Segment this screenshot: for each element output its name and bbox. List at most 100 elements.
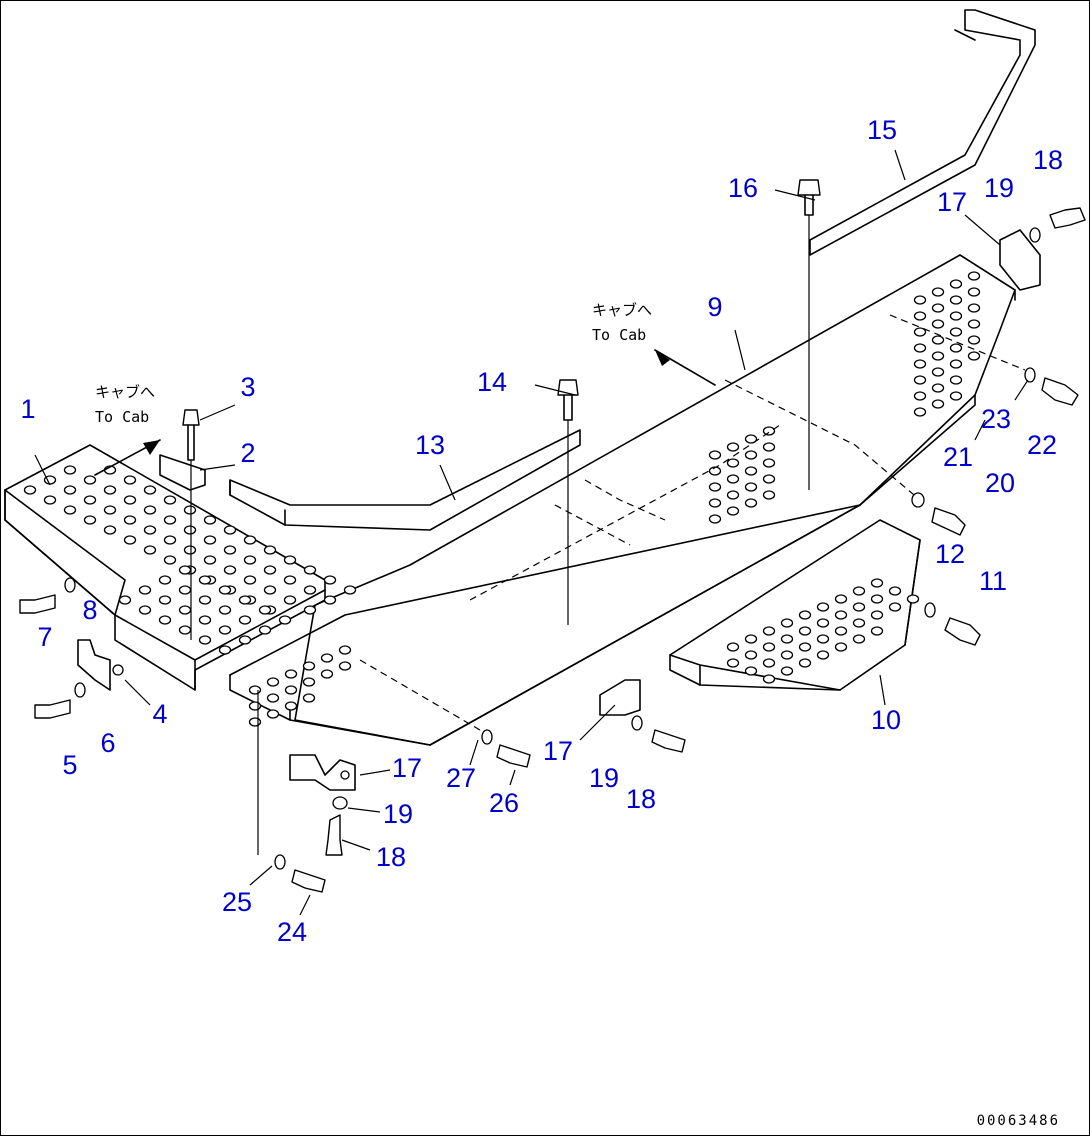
perforation-hole	[123, 515, 137, 525]
callout-20: 20	[985, 468, 1015, 498]
perforation-hole	[913, 359, 927, 369]
perforation-hole	[163, 515, 177, 525]
perforation-hole	[323, 595, 337, 605]
note-right-en: To Cab	[592, 326, 646, 344]
perforation-hole	[852, 586, 866, 596]
perforation-hole	[63, 505, 77, 515]
perforation-hole	[870, 626, 884, 636]
perforation-hole	[203, 515, 217, 525]
perforation-hole	[338, 661, 352, 671]
perforation-hole	[198, 635, 212, 645]
callout-17-bottom: 17	[392, 753, 422, 783]
perforation-hole	[816, 650, 830, 660]
perforation-hole	[949, 327, 963, 337]
callout-6: 6	[100, 728, 115, 758]
callout-17-mid: 17	[543, 736, 573, 766]
to-cab-arrow-right	[654, 349, 716, 386]
perforation-hole	[263, 545, 277, 555]
perforation-hole	[238, 595, 252, 605]
callout-22: 22	[1027, 430, 1057, 460]
callout-17-top: 17	[937, 187, 967, 217]
perforation-hole	[726, 658, 740, 668]
perforation-hole	[143, 525, 157, 535]
callout-8: 8	[82, 595, 97, 625]
perforation-hole	[258, 625, 272, 635]
perforation-hole	[744, 450, 758, 460]
perforation-hole	[103, 525, 117, 535]
perforation-hole	[949, 295, 963, 305]
bracket-13	[229, 429, 581, 531]
callout-19-top: 19	[984, 173, 1014, 203]
perforation-hole	[103, 505, 117, 515]
perforation-hole	[302, 661, 316, 671]
perforation-hole	[834, 626, 848, 636]
perforation-hole	[248, 701, 262, 711]
callout-19-mid: 19	[589, 763, 619, 793]
perforation-hole	[83, 515, 97, 525]
perforation-hole	[143, 485, 157, 495]
clamp-17-mid	[599, 679, 641, 716]
perforation-hole	[258, 605, 272, 615]
perforation-hole	[320, 653, 334, 663]
perforation-hole	[967, 287, 981, 297]
perforation-hole	[870, 610, 884, 620]
main-step-holes	[248, 271, 981, 727]
perforation-hole	[23, 485, 37, 495]
perforation-hole	[834, 610, 848, 620]
perforation-hole	[762, 626, 776, 636]
callout-13: 13	[415, 430, 445, 460]
perforation-hole	[203, 535, 217, 545]
note-left-en: To Cab	[95, 408, 149, 426]
clamp-17-bottom	[289, 754, 356, 791]
perforation-hole	[218, 585, 232, 595]
perforation-hole	[931, 287, 945, 297]
perforation-hole	[798, 642, 812, 652]
perforation-hole	[931, 303, 945, 313]
perforation-hole	[218, 645, 232, 655]
callout-24: 24	[277, 917, 307, 947]
perforation-hole	[178, 565, 192, 575]
perforation-hole	[949, 279, 963, 289]
callout-7: 7	[37, 622, 52, 652]
clamp-17-right	[999, 229, 1041, 291]
callout-1: 1	[20, 394, 35, 424]
note-left-jp: キャブへ	[95, 383, 155, 401]
perforation-hole	[183, 525, 197, 535]
callout-15: 15	[867, 115, 897, 145]
perforation-hole	[888, 586, 902, 596]
perforation-hole	[967, 303, 981, 313]
callout-5: 5	[62, 750, 77, 780]
perforation-hole	[708, 466, 722, 476]
perforation-hole	[143, 505, 157, 515]
right-step-holes	[726, 578, 920, 684]
perforation-hole	[158, 595, 172, 605]
perforation-hole	[43, 495, 57, 505]
perforation-hole	[283, 595, 297, 605]
perforation-hole	[178, 605, 192, 615]
perforation-hole	[913, 407, 927, 417]
perforation-hole	[780, 666, 794, 676]
callout-10: 10	[871, 705, 901, 735]
callout-9: 9	[707, 292, 722, 322]
perforation-hole	[798, 610, 812, 620]
arrow-head-right	[655, 350, 670, 366]
perforation-hole	[744, 634, 758, 644]
perforation-hole	[762, 658, 776, 668]
callout-23: 23	[981, 404, 1011, 434]
callout-4: 4	[152, 699, 167, 729]
perforation-hole	[744, 666, 758, 676]
perforation-hole	[931, 367, 945, 377]
perforation-hole	[83, 475, 97, 485]
perforation-hole	[323, 575, 337, 585]
perforation-hole	[198, 595, 212, 605]
perforation-hole	[798, 626, 812, 636]
perforation-hole	[744, 434, 758, 444]
clamp-4	[77, 639, 124, 691]
perforation-hole	[967, 271, 981, 281]
perforation-hole	[931, 383, 945, 393]
perforation-hole	[780, 650, 794, 660]
perforation-hole	[118, 595, 132, 605]
perforation-hole	[931, 399, 945, 409]
perforation-hole	[303, 585, 317, 595]
perforation-hole	[263, 585, 277, 595]
